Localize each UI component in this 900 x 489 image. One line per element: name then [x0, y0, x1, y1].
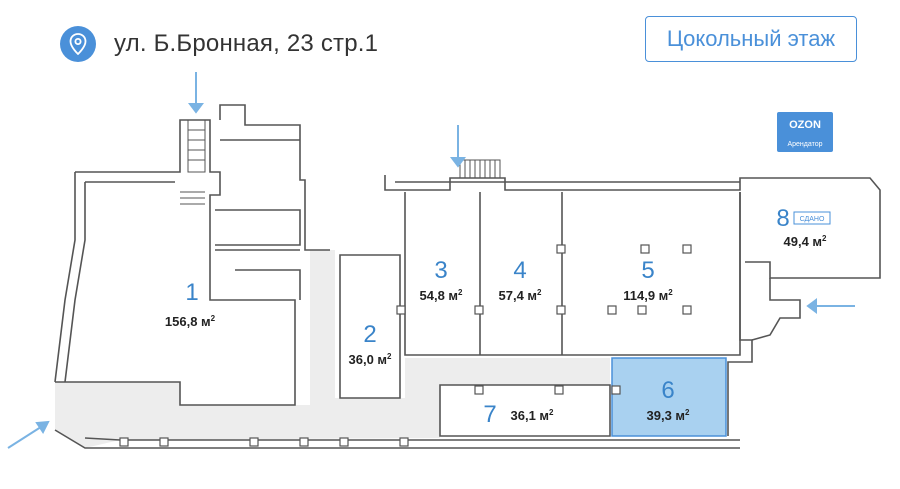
unit-7[interactable]: 7 36,1 м2: [483, 401, 554, 428]
unit-6[interactable]: 6 39,3 м2: [647, 377, 691, 423]
unit-2-number: 2: [363, 321, 376, 348]
floor-selector-button[interactable]: Цокольный этаж: [645, 16, 857, 62]
unit-5-number: 5: [641, 257, 654, 284]
unit-2[interactable]: 2 36,0 м2: [349, 321, 393, 367]
unit-8-number: 8: [776, 205, 789, 232]
unit-1-number: 1: [185, 279, 198, 306]
unit-6-number: 6: [661, 377, 674, 404]
unit-5[interactable]: 5 114,9 м2: [623, 257, 673, 303]
tenant-logo: OZON Арендатор: [777, 112, 833, 152]
address-text: ул. Б.Бронная, 23 стр.1: [114, 30, 379, 57]
tenant-caption: Арендатор: [787, 141, 822, 148]
location-pin-icon: [60, 26, 96, 62]
unit-4-area: 57,4 м2: [499, 288, 543, 303]
unit-3-area: 54,8 м2: [420, 288, 464, 303]
unit-1[interactable]: 1 156,8 м2: [165, 279, 216, 329]
unit-2-area: 36,0 м2: [349, 352, 393, 367]
unit-1-area: 156,8 м2: [165, 314, 216, 329]
unit-5-area: 114,9 м2: [623, 288, 673, 303]
entrance-arrow-icon: [7, 72, 855, 449]
unit-3[interactable]: 3 54,8 м2: [420, 257, 464, 303]
walls: [54, 104, 881, 449]
stairs: [180, 119, 501, 205]
unit-8[interactable]: 8 СДАНО 49,4 м2: [776, 205, 831, 249]
unit-4-number: 4: [513, 257, 526, 284]
unit-6-highlight[interactable]: [611, 357, 727, 437]
unit-7-area: 36,1 м2: [511, 408, 555, 423]
unit-4[interactable]: 4 57,4 м2: [499, 257, 543, 303]
columns: [119, 244, 692, 447]
ozon-logo-text: OZON: [789, 119, 821, 131]
rented-badge-text: СДАНО: [800, 216, 825, 223]
corridor-fill: [55, 250, 610, 448]
unit-7-number: 7: [483, 401, 496, 428]
unit-8-area: 49,4 м2: [784, 234, 828, 249]
address-block: ул. Б.Бронная, 23 стр.1: [60, 24, 378, 64]
rented-badge: [793, 211, 831, 225]
unit-6-area: 39,3 м2: [647, 408, 691, 423]
unit-3-number: 3: [434, 257, 447, 284]
